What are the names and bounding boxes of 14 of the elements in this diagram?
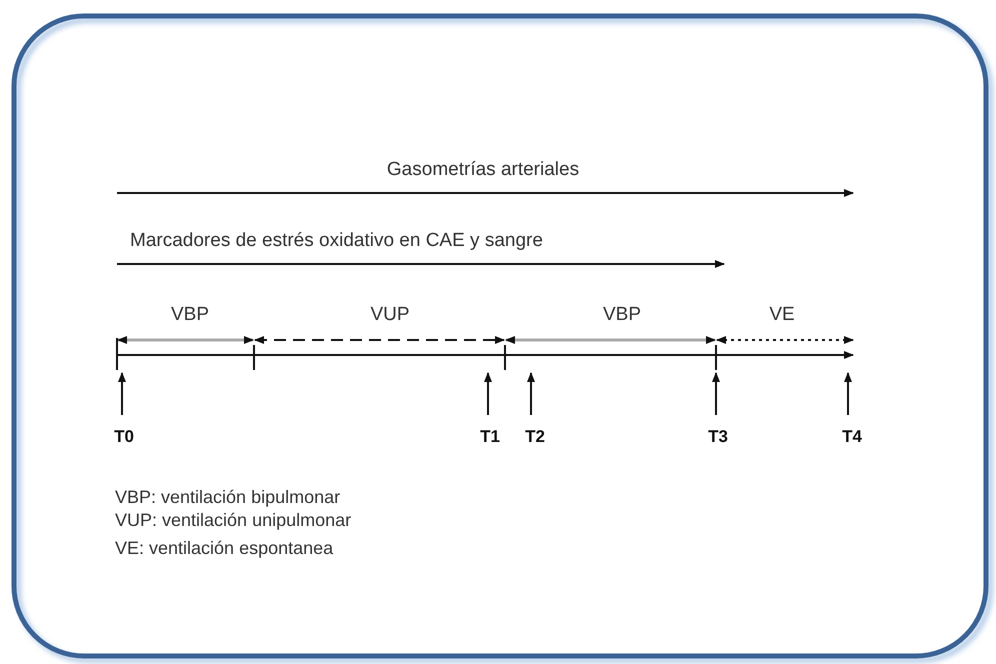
time-point-label: T4 xyxy=(842,428,862,447)
time-point-label: T0 xyxy=(114,428,134,447)
legend-text: VUP: ventilación unipulmonar xyxy=(115,511,352,531)
phase-label: VUP xyxy=(370,305,410,326)
legend-text: VBP: ventilación bipulmonar xyxy=(115,488,340,508)
phase-label: VBP xyxy=(602,305,642,326)
time-point-label: T1 xyxy=(480,428,500,447)
phase-label: VE xyxy=(769,305,795,326)
time-point-label: T2 xyxy=(525,428,545,447)
measurement-label: Marcadores de estrés oxidativo en CAE y sangre xyxy=(130,231,543,252)
phase-label: VBP xyxy=(170,305,210,326)
measurement-label: Gasometrías arteriales xyxy=(386,160,580,181)
legend-text: VE: ventilación espontanea xyxy=(115,539,334,559)
time-point-label: T3 xyxy=(708,428,728,447)
